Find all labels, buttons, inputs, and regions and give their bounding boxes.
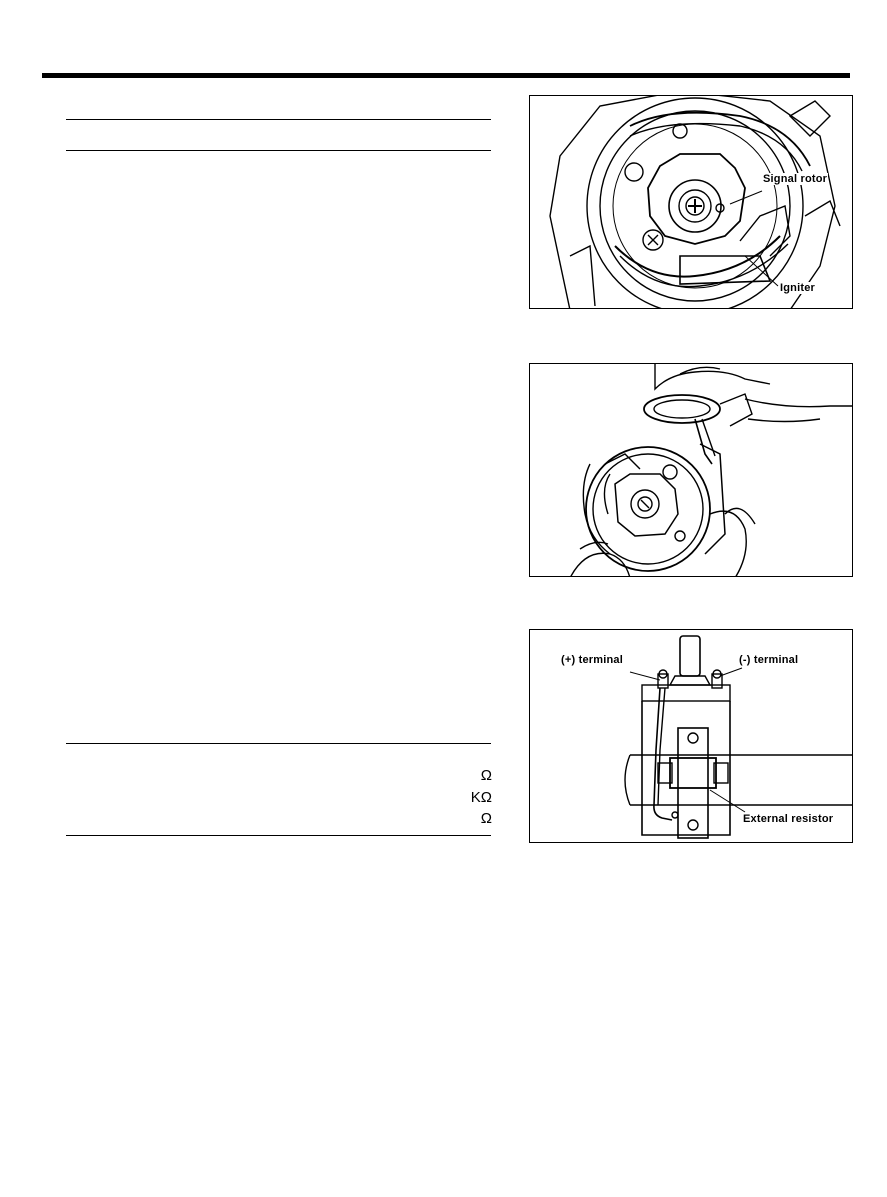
ignition-coil-illustration	[624, 635, 852, 839]
spec-unit-1: Ω	[480, 767, 492, 784]
label-igniter: Igniter	[779, 282, 817, 294]
figure-ignition-coil: (+) terminal (-) terminal External resis…	[529, 629, 853, 843]
page-header-rule	[42, 73, 850, 78]
spec-table-bottom-rule	[66, 835, 491, 836]
figure-distributor-disassembly	[529, 363, 853, 577]
distributor-illustration	[549, 96, 841, 308]
section-rule-top	[66, 119, 491, 120]
spec-table-top-rule	[66, 743, 491, 744]
label-plus-terminal: (+) terminal	[560, 654, 624, 666]
figure-signal-rotor-igniter: Signal rotor Igniter	[529, 95, 853, 309]
spec-unit-2: KΩ	[470, 789, 492, 806]
spec-unit-3: Ω	[480, 810, 492, 827]
section-rule-bottom	[66, 150, 491, 151]
distributor-hands-illustration	[570, 364, 852, 576]
label-minus-terminal: (-) terminal	[738, 654, 800, 666]
label-external-resistor: External resistor	[742, 813, 835, 825]
label-signal-rotor: Signal rotor	[762, 173, 829, 185]
